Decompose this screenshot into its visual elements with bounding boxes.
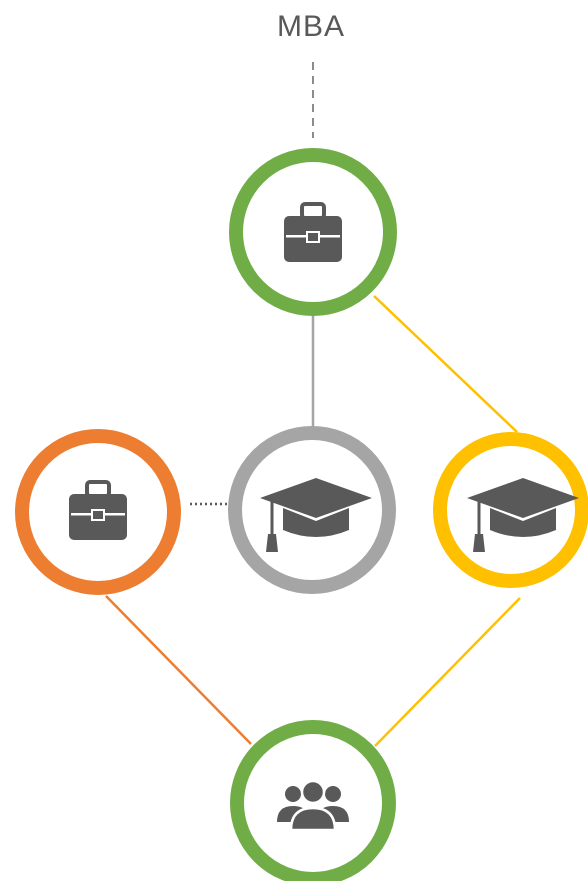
connector-right-bottom: [374, 597, 521, 747]
connector-left-bottom: [105, 595, 252, 745]
node-left: [15, 429, 181, 595]
node-top: [229, 148, 397, 316]
connector-top-right: [373, 295, 518, 433]
node-right: [433, 432, 588, 588]
diagram-title: MBA: [276, 10, 345, 43]
node-center: [228, 426, 396, 594]
node-bottom: [230, 720, 396, 881]
